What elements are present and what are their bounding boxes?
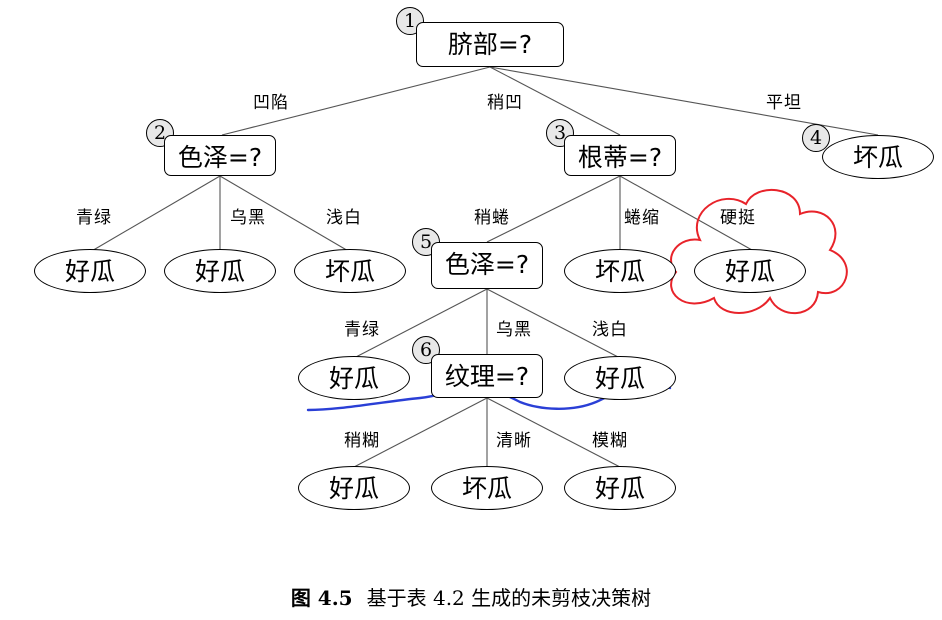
leaf-node: 坏瓜 (294, 249, 406, 293)
leaf-node: 坏瓜 (564, 249, 676, 293)
leaf-node: 好瓜 (298, 356, 410, 400)
edge-label: 硬挺 (720, 208, 756, 228)
edge-line (489, 66, 621, 136)
edge-label: 稍蜷 (474, 208, 510, 228)
node-number-badge: 4 (802, 124, 830, 152)
edge-label: 稍糊 (344, 431, 380, 451)
leaf-node: 坏瓜 (822, 135, 934, 179)
leaf-node: 好瓜 (564, 466, 676, 510)
edge-line (619, 175, 753, 251)
edge-label: 稍凹 (487, 93, 523, 113)
figure-caption: 图 4.5 基于表 4.2 生成的未剪枝决策树 (0, 582, 942, 611)
decision-node-color: 色泽=? (164, 135, 276, 176)
edge-line (353, 288, 488, 359)
decision-node-umbilicus: 脐部=? (416, 22, 564, 67)
node-number-badge: 3 (546, 119, 574, 147)
edge-line (219, 175, 351, 253)
node-number-badge: 6 (412, 336, 440, 364)
edge-label: 青绿 (344, 320, 380, 340)
edge-line (486, 397, 621, 468)
node-number-badge: 2 (146, 119, 174, 147)
leaf-node: 坏瓜 (431, 466, 543, 510)
leaf-node: 好瓜 (694, 249, 806, 293)
decision-node-texture: 纹理=? (431, 354, 543, 398)
edge-label: 浅白 (326, 208, 362, 228)
edge-label: 蜷缩 (624, 208, 660, 228)
edge-line (486, 288, 621, 359)
edge-label: 乌黑 (496, 320, 532, 340)
decision-node-color: 色泽=? (431, 242, 543, 289)
edge-label: 凹陷 (253, 93, 289, 113)
edge-label: 平坦 (766, 93, 802, 113)
edge-label: 模糊 (592, 431, 628, 451)
node-number-badge: 1 (396, 7, 424, 35)
edge-line (489, 66, 879, 136)
edge-line (221, 66, 491, 136)
edge-line (486, 175, 621, 243)
leaf-node: 好瓜 (34, 249, 146, 293)
edge-line (353, 397, 488, 468)
figure-number: 图 4.5 (290, 586, 353, 610)
edge-label: 乌黑 (230, 208, 266, 228)
leaf-node: 好瓜 (564, 356, 676, 400)
edge-label: 浅白 (592, 320, 628, 340)
edge-label: 青绿 (76, 208, 112, 228)
edge-line (89, 175, 221, 253)
leaf-node: 好瓜 (298, 466, 410, 510)
decision-node-stem: 根蒂=? (564, 135, 676, 176)
cloud-annotation (670, 188, 848, 314)
edge-label: 清晰 (496, 431, 532, 451)
caption-text: 基于表 4.2 生成的未剪枝决策树 (366, 586, 652, 610)
leaf-node: 好瓜 (164, 249, 276, 293)
